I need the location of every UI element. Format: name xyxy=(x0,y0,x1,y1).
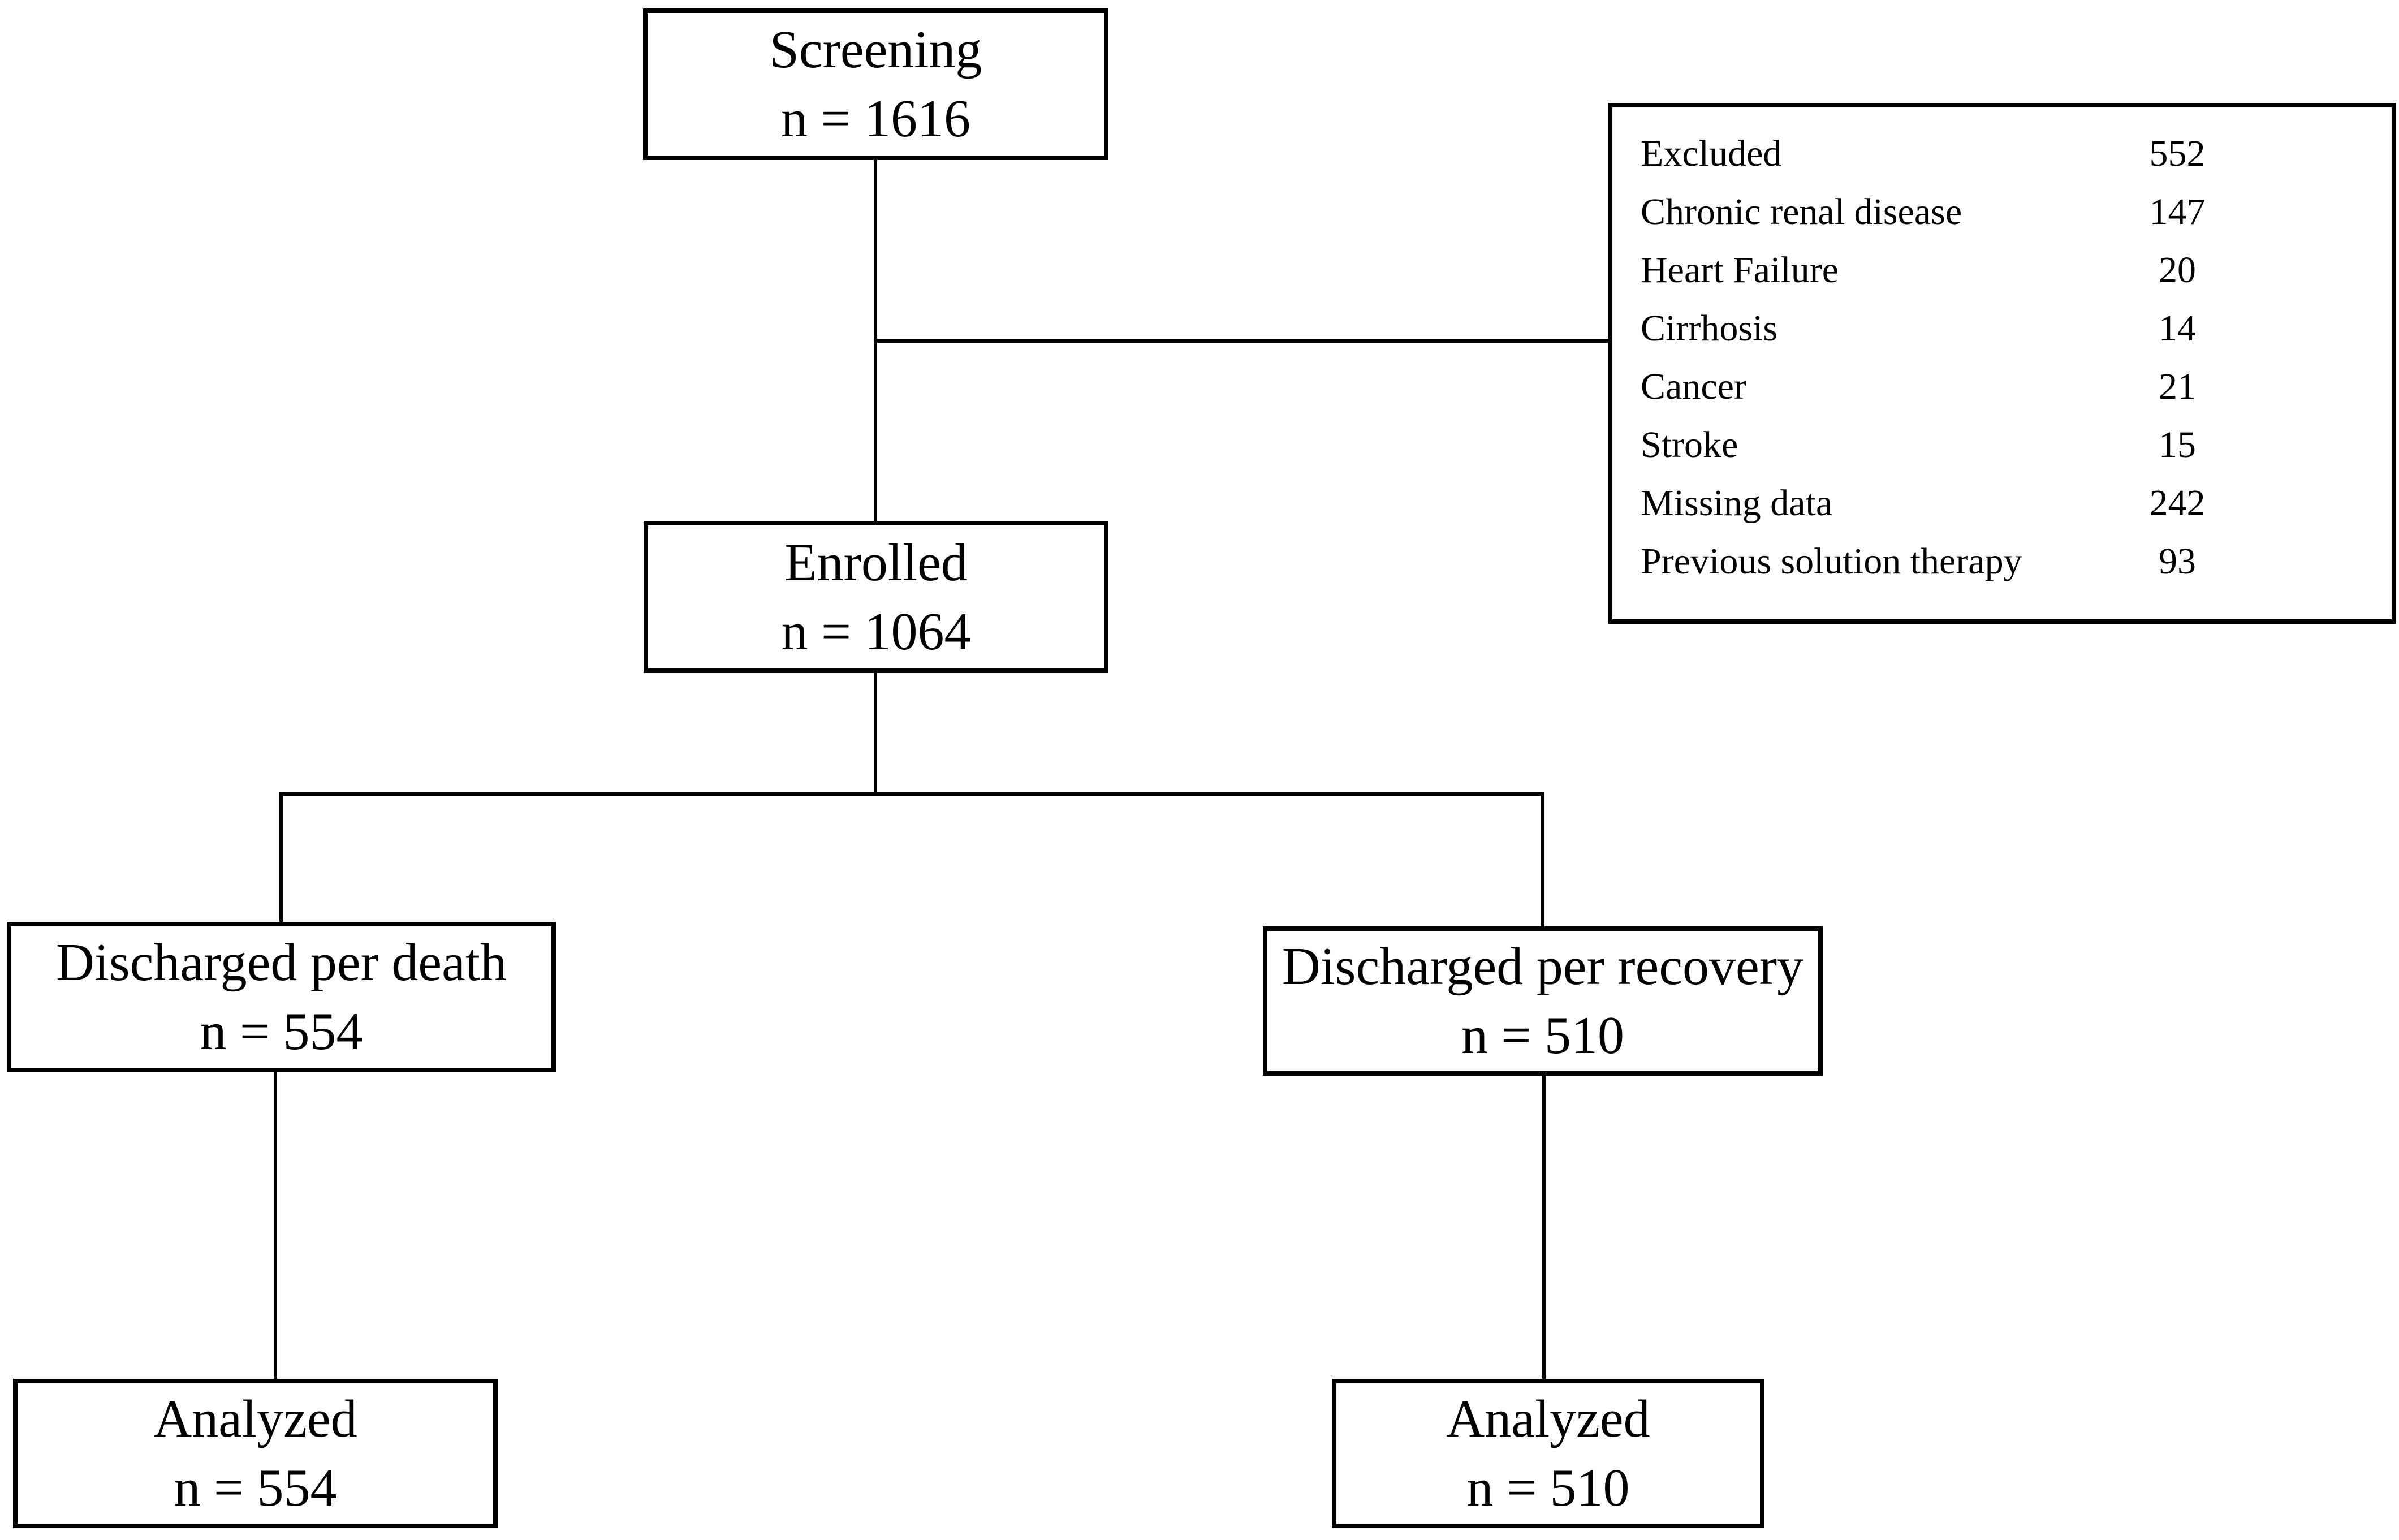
node-enrolled-label: Enrolled xyxy=(784,533,968,592)
excluded-row-value: 552 xyxy=(2149,133,2206,174)
node-discharged-death-label: Discharged per death xyxy=(56,933,507,992)
excluded-row-value: 14 xyxy=(2159,308,2196,349)
node-analyzed-recovery-label: Analyzed xyxy=(1446,1390,1650,1448)
excluded-row: Previous solution therapy 93 xyxy=(1641,532,2392,590)
excluded-row-value: 93 xyxy=(2159,541,2196,582)
excluded-row: Cirrhosis 14 xyxy=(1641,299,2392,357)
excluded-row-value: 15 xyxy=(2159,424,2196,465)
excluded-row-value: 20 xyxy=(2159,249,2196,291)
excluded-row: Excluded 552 xyxy=(1641,124,2392,183)
node-screening-count: n = 1616 xyxy=(780,89,970,148)
node-analyzed-recovery-count: n = 510 xyxy=(1466,1459,1630,1517)
excluded-row-label: Stroke xyxy=(1641,424,1738,465)
excluded-row: Heart Failure 20 xyxy=(1641,241,2392,299)
node-discharged-recovery-count: n = 510 xyxy=(1461,1006,1624,1065)
connector-enrolled-split xyxy=(874,673,877,793)
excluded-row: Cancer 21 xyxy=(1641,357,2392,416)
excluded-row-label: Cancer xyxy=(1641,366,1746,407)
excluded-row-value: 242 xyxy=(2149,482,2206,524)
excluded-row-label: Cirrhosis xyxy=(1641,308,1778,349)
excluded-row-label: Chronic renal disease xyxy=(1641,191,1962,232)
excluded-row-label: Missing data xyxy=(1641,482,1833,524)
excluded-row-label: Excluded xyxy=(1641,133,1782,174)
node-analyzed-death-label: Analyzed xyxy=(153,1390,357,1448)
excluded-row: Chronic renal disease 147 xyxy=(1641,183,2392,241)
excluded-row-label: Previous solution therapy xyxy=(1641,541,2022,582)
excluded-row: Stroke 15 xyxy=(1641,416,2392,474)
node-excluded-list: Excluded 552 Chronic renal disease 147 H… xyxy=(1608,103,2396,624)
excluded-row: Missing data 242 xyxy=(1641,474,2392,532)
node-screening-label: Screening xyxy=(769,20,982,79)
node-discharged-death-count: n = 554 xyxy=(200,1002,363,1061)
connector-recovery-analyzed xyxy=(1542,1072,1546,1382)
node-discharged-per-death: Discharged per death n = 554 xyxy=(7,922,556,1072)
node-discharged-recovery-label: Discharged per recovery xyxy=(1282,937,1804,996)
connector-split-recovery xyxy=(1541,792,1544,930)
connector-split-death xyxy=(279,792,283,925)
node-enrolled-count: n = 1064 xyxy=(781,602,971,661)
node-analyzed-death: Analyzed n = 554 xyxy=(13,1379,498,1528)
node-discharged-per-recovery: Discharged per recovery n = 510 xyxy=(1263,926,1823,1076)
node-screening: Screening n = 1616 xyxy=(643,8,1108,160)
node-analyzed-death-count: n = 554 xyxy=(174,1459,337,1517)
excluded-row-value: 147 xyxy=(2149,191,2206,232)
connector-split-horizontal xyxy=(279,792,1544,796)
excluded-row-label: Heart Failure xyxy=(1641,249,1839,291)
connector-to-excluded xyxy=(874,339,1608,343)
connector-death-analyzed xyxy=(274,1069,277,1382)
excluded-row-value: 21 xyxy=(2159,366,2196,407)
node-enrolled: Enrolled n = 1064 xyxy=(644,521,1108,673)
node-analyzed-recovery: Analyzed n = 510 xyxy=(1332,1379,1764,1528)
